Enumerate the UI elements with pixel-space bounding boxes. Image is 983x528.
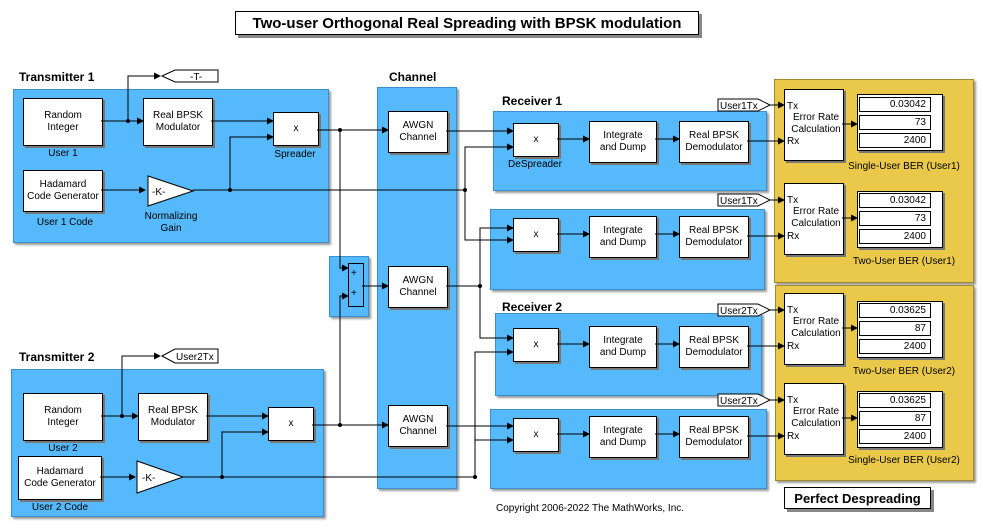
display-2-total: 2400 xyxy=(859,229,931,244)
tx2-random-label: User 2 xyxy=(48,443,78,454)
display-1-label: Single-User BER (User1) xyxy=(848,161,960,172)
rx2b-integrate-dump-block[interactable]: Integrate and Dump xyxy=(589,416,657,458)
tx2-gain-block[interactable]: -K- xyxy=(136,460,185,494)
rx2b-multiplier-block[interactable]: x xyxy=(513,418,559,452)
tx2-gain-text: -K- xyxy=(142,473,155,484)
error-rate-calc-4-label: Error Rate Calculation xyxy=(791,406,841,429)
tx1-random-label: User 1 xyxy=(48,148,78,159)
awgn-channel-1-block[interactable]: AWGN Channel xyxy=(388,111,448,153)
error-rate-calc-4-rx-port: Rx xyxy=(787,431,800,442)
tx1-spreader-label: Spreader xyxy=(274,149,316,160)
sum-plus-1: + xyxy=(351,268,357,279)
tx2-bpsk-modulator-block[interactable]: Real BPSK Modulator xyxy=(138,393,208,441)
display-2-label: Two-User BER (User1) xyxy=(852,256,956,267)
display-2-ber: 0.03042 xyxy=(859,193,931,208)
rx2-integrate-dump-block[interactable]: Integrate and Dump xyxy=(589,326,657,368)
display-3-label: Two-User BER (User2) xyxy=(852,366,956,377)
rx1-from-text: User1Tx xyxy=(720,101,758,112)
receiver-1-title: Receiver 1 xyxy=(502,94,563,108)
rx1-from-tag[interactable]: User1Tx xyxy=(717,98,772,112)
rx2-multiplier-block[interactable]: x xyxy=(513,328,559,362)
rx2b-from-text: User2Tx xyxy=(720,396,758,407)
display-4-errors: 87 xyxy=(859,411,931,426)
error-rate-calc-3-tx-port: Tx xyxy=(787,305,799,316)
tx1-hadamard-label: User 1 Code xyxy=(36,217,94,228)
sum-plus-2: + xyxy=(351,288,357,299)
tx2-hadamard-block[interactable]: Hadamard Code Generator xyxy=(18,456,102,500)
rx1b-bpsk-demodulator-block[interactable]: Real BPSK Demodulator xyxy=(679,216,749,258)
awgn-channel-3-block[interactable]: AWGN Channel xyxy=(388,405,448,447)
tx2-random-integer-block[interactable]: Random Integer xyxy=(23,393,103,441)
rx2-from-text: User2Tx xyxy=(720,306,758,317)
display-1-total: 2400 xyxy=(859,133,931,148)
tx1-gain-label: Normalizing Gain xyxy=(144,211,198,234)
error-rate-calc-3-rx-port: Rx xyxy=(787,341,800,352)
error-rate-calc-3-label: Error Rate Calculation xyxy=(791,316,841,339)
tx1-goto-text: -T- xyxy=(190,72,202,83)
tx1-spreader-multiplier-block[interactable]: x xyxy=(273,112,319,146)
display-4-ber: 0.03625 xyxy=(859,393,931,408)
rx1-bpsk-demodulator-block[interactable]: Real BPSK Demodulator xyxy=(679,121,749,163)
display-3-total: 2400 xyxy=(859,339,931,354)
error-rate-calc-2-label: Error Rate Calculation xyxy=(791,206,841,229)
display-4-label: Single-User BER (User2) xyxy=(848,455,960,466)
display-1-errors: 73 xyxy=(859,115,931,130)
tx2-multiplier-block[interactable]: x xyxy=(268,407,314,441)
error-rate-calc-1-label: Error Rate Calculation xyxy=(791,112,841,135)
display-2-errors: 73 xyxy=(859,211,931,226)
rx1b-from-text: User1Tx xyxy=(720,196,758,207)
display-4-total: 2400 xyxy=(859,429,931,444)
sum-inner-box xyxy=(348,263,364,307)
awgn-channel-2-block[interactable]: AWGN Channel xyxy=(388,266,448,308)
error-rate-calc-1-block[interactable] xyxy=(784,89,844,161)
rx1-integrate-dump-block[interactable]: Integrate and Dump xyxy=(589,121,657,163)
error-rate-calc-2-tx-port: Tx xyxy=(787,195,799,206)
channel-title: Channel xyxy=(389,70,437,84)
error-rate-calc-1-rx-port: Rx xyxy=(787,136,800,147)
tx1-hadamard-block[interactable]: Hadamard Code Generator xyxy=(23,170,103,212)
tx2-goto-tag[interactable]: User2Tx xyxy=(160,348,219,364)
rx2b-bpsk-demodulator-block[interactable]: Real BPSK Demodulator xyxy=(679,416,749,458)
error-rate-calc-1-tx-port: Tx xyxy=(787,101,799,112)
error-rate-calc-3-block[interactable] xyxy=(784,293,844,365)
tx2-hadamard-label: User 2 Code xyxy=(31,502,89,513)
diagram-title: Two-user Orthogonal Real Spreading with … xyxy=(235,11,699,35)
receiver-2-title: Receiver 2 xyxy=(502,300,563,314)
rx1b-integrate-dump-block[interactable]: Integrate and Dump xyxy=(589,216,657,258)
display-1-ber: 0.03042 xyxy=(859,97,931,112)
tx2-goto-text: User2Tx xyxy=(176,352,214,363)
tx1-goto-tag[interactable]: -T- xyxy=(160,69,219,83)
rx2-from-tag[interactable]: User2Tx xyxy=(717,303,772,317)
rx2-bpsk-demodulator-block[interactable]: Real BPSK Demodulator xyxy=(679,326,749,368)
tx1-random-integer-block[interactable]: Random Integer xyxy=(23,98,103,146)
error-rate-calc-4-block[interactable] xyxy=(784,383,844,455)
perfect-despreading-box: Perfect Despreading xyxy=(784,487,931,509)
rx1-despreader-multiplier-block[interactable]: x xyxy=(513,123,559,157)
display-3-ber: 0.03625 xyxy=(859,303,931,318)
transmitter-2-title: Transmitter 2 xyxy=(19,350,95,364)
rx1b-from-tag[interactable]: User1Tx xyxy=(717,193,772,207)
tx1-normalizing-gain-block[interactable]: -K- xyxy=(147,175,195,207)
copyright-text: Copyright 2006-2022 The MathWorks, Inc. xyxy=(495,503,685,514)
tx1-gain-text: -K- xyxy=(152,187,165,198)
display-3-errors: 87 xyxy=(859,321,931,336)
transmitter-1-title: Transmitter 1 xyxy=(19,70,95,84)
error-rate-calc-2-rx-port: Rx xyxy=(787,231,800,242)
rx2b-from-tag[interactable]: User2Tx xyxy=(717,393,772,407)
rx1-despreader-label: DeSpreader xyxy=(508,159,562,170)
error-rate-calc-4-tx-port: Tx xyxy=(787,395,799,406)
rx1b-multiplier-block[interactable]: x xyxy=(513,218,559,252)
error-rate-calc-2-block[interactable] xyxy=(784,183,844,255)
